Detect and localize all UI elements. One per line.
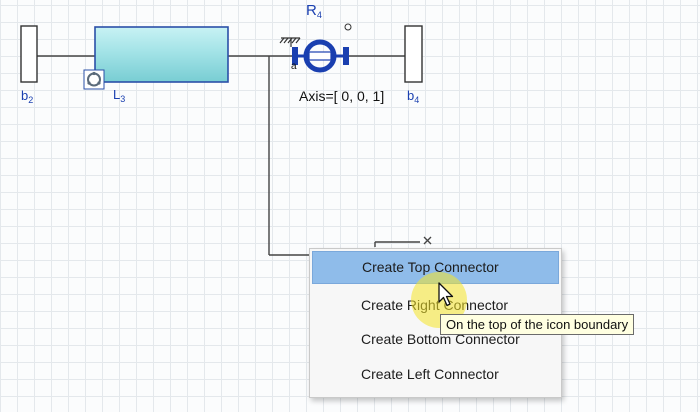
joint-marker-circle: [344, 23, 352, 31]
label-l3: L3: [113, 88, 125, 104]
label-b2-sub: 2: [28, 95, 34, 105]
connection-wires: [37, 55, 405, 256]
component-type-icon[interactable]: [83, 69, 105, 90]
link-l3-block[interactable]: [94, 26, 229, 83]
hidden-port-stub: [374, 241, 420, 247]
joint-a-label: a: [291, 61, 297, 72]
revolute-joint-icon[interactable]: [292, 39, 349, 73]
label-b2: b2: [21, 89, 33, 105]
menu-item-create-top-connector[interactable]: Create Top Connector: [312, 251, 559, 284]
mouse-cursor-icon: [438, 282, 454, 307]
label-b4-sub: 4: [414, 95, 420, 105]
close-x-icon[interactable]: [423, 236, 432, 245]
label-r4: R4: [306, 3, 322, 20]
label-l3-base: L: [113, 87, 121, 102]
menu-item-create-bottom-connector[interactable]: Create Bottom Connector: [361, 331, 520, 347]
body-b2-block[interactable]: [20, 25, 38, 83]
label-b4-base: b: [407, 88, 415, 103]
body-b4-block[interactable]: [404, 25, 423, 83]
label-l3-sub: 3: [120, 94, 126, 104]
label-b2-base: b: [21, 88, 29, 103]
axis-label: Axis=[ 0, 0, 1]: [299, 88, 385, 104]
label-r4-base: R: [306, 2, 317, 19]
menu-item-create-left-connector[interactable]: Create Left Connector: [361, 366, 499, 382]
tooltip: On the top of the icon boundary: [440, 314, 635, 335]
label-r4-sub: 4: [316, 10, 322, 20]
label-b4: b4: [407, 89, 419, 105]
ground-icon: [279, 37, 301, 47]
